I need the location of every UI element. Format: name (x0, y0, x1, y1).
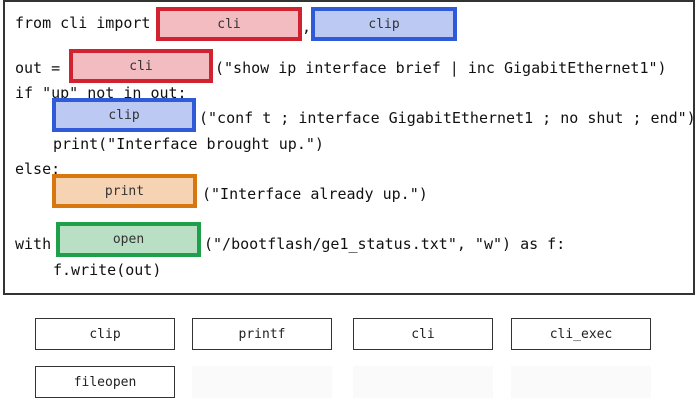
tile-cli-exec[interactable]: cli_exec (511, 318, 651, 350)
tile-clip[interactable]: clip (35, 318, 175, 350)
code-line-with: with (15, 235, 52, 253)
code-line-with-args: ("/bootflash/ge1_status.txt", "w") as f: (204, 235, 566, 253)
tile-cli-label: cli (411, 326, 435, 342)
slot-else-call[interactable]: print (52, 174, 197, 208)
code-line-out: out = (15, 59, 61, 77)
code-comma: , (302, 18, 312, 36)
code-line-out-args: ("show ip interface brief | inc GigabitE… (215, 59, 667, 77)
slot-out-call-label: cli (129, 58, 153, 74)
slot-import-2[interactable]: clip (311, 7, 457, 41)
code-line-config-args: ("conf t ; interface GigabitEthernet1 ; … (199, 109, 696, 127)
tile-printf[interactable]: printf (192, 318, 332, 350)
empty-tile-slot (353, 366, 493, 398)
tile-cli-exec-label: cli_exec (549, 326, 613, 342)
slot-config-call-label: clip (108, 107, 140, 123)
slot-out-call[interactable]: cli (69, 49, 213, 83)
code-line-else: else: (15, 160, 61, 178)
tile-clip-label: clip (89, 326, 121, 342)
slot-else-call-label: print (104, 183, 145, 199)
tile-fileopen-label: fileopen (73, 374, 137, 390)
slot-import-1-label: cli (217, 16, 241, 32)
slot-config-call[interactable]: clip (52, 98, 196, 132)
empty-tile-slot (192, 366, 332, 398)
tile-cli[interactable]: cli (353, 318, 493, 350)
slot-import-2-label: clip (368, 16, 400, 32)
code-line-if: if "up" not in out: (15, 84, 187, 102)
slot-import-1[interactable]: cli (156, 7, 302, 41)
tile-printf-label: printf (238, 326, 286, 342)
code-line-print-up: print("Interface brought up.") (53, 135, 324, 153)
code-line-else-args: ("Interface already up.") (202, 185, 428, 203)
empty-tile-slot (511, 366, 651, 398)
code-panel: from cli import cli , clip out = cli ("s… (3, 0, 696, 295)
code-line-import: from cli import (15, 14, 151, 32)
tile-fileopen[interactable]: fileopen (35, 366, 175, 398)
slot-with-call[interactable]: open (56, 222, 201, 257)
slot-with-call-label: open (112, 232, 145, 247)
code-line-write: f.write(out) (53, 261, 162, 279)
